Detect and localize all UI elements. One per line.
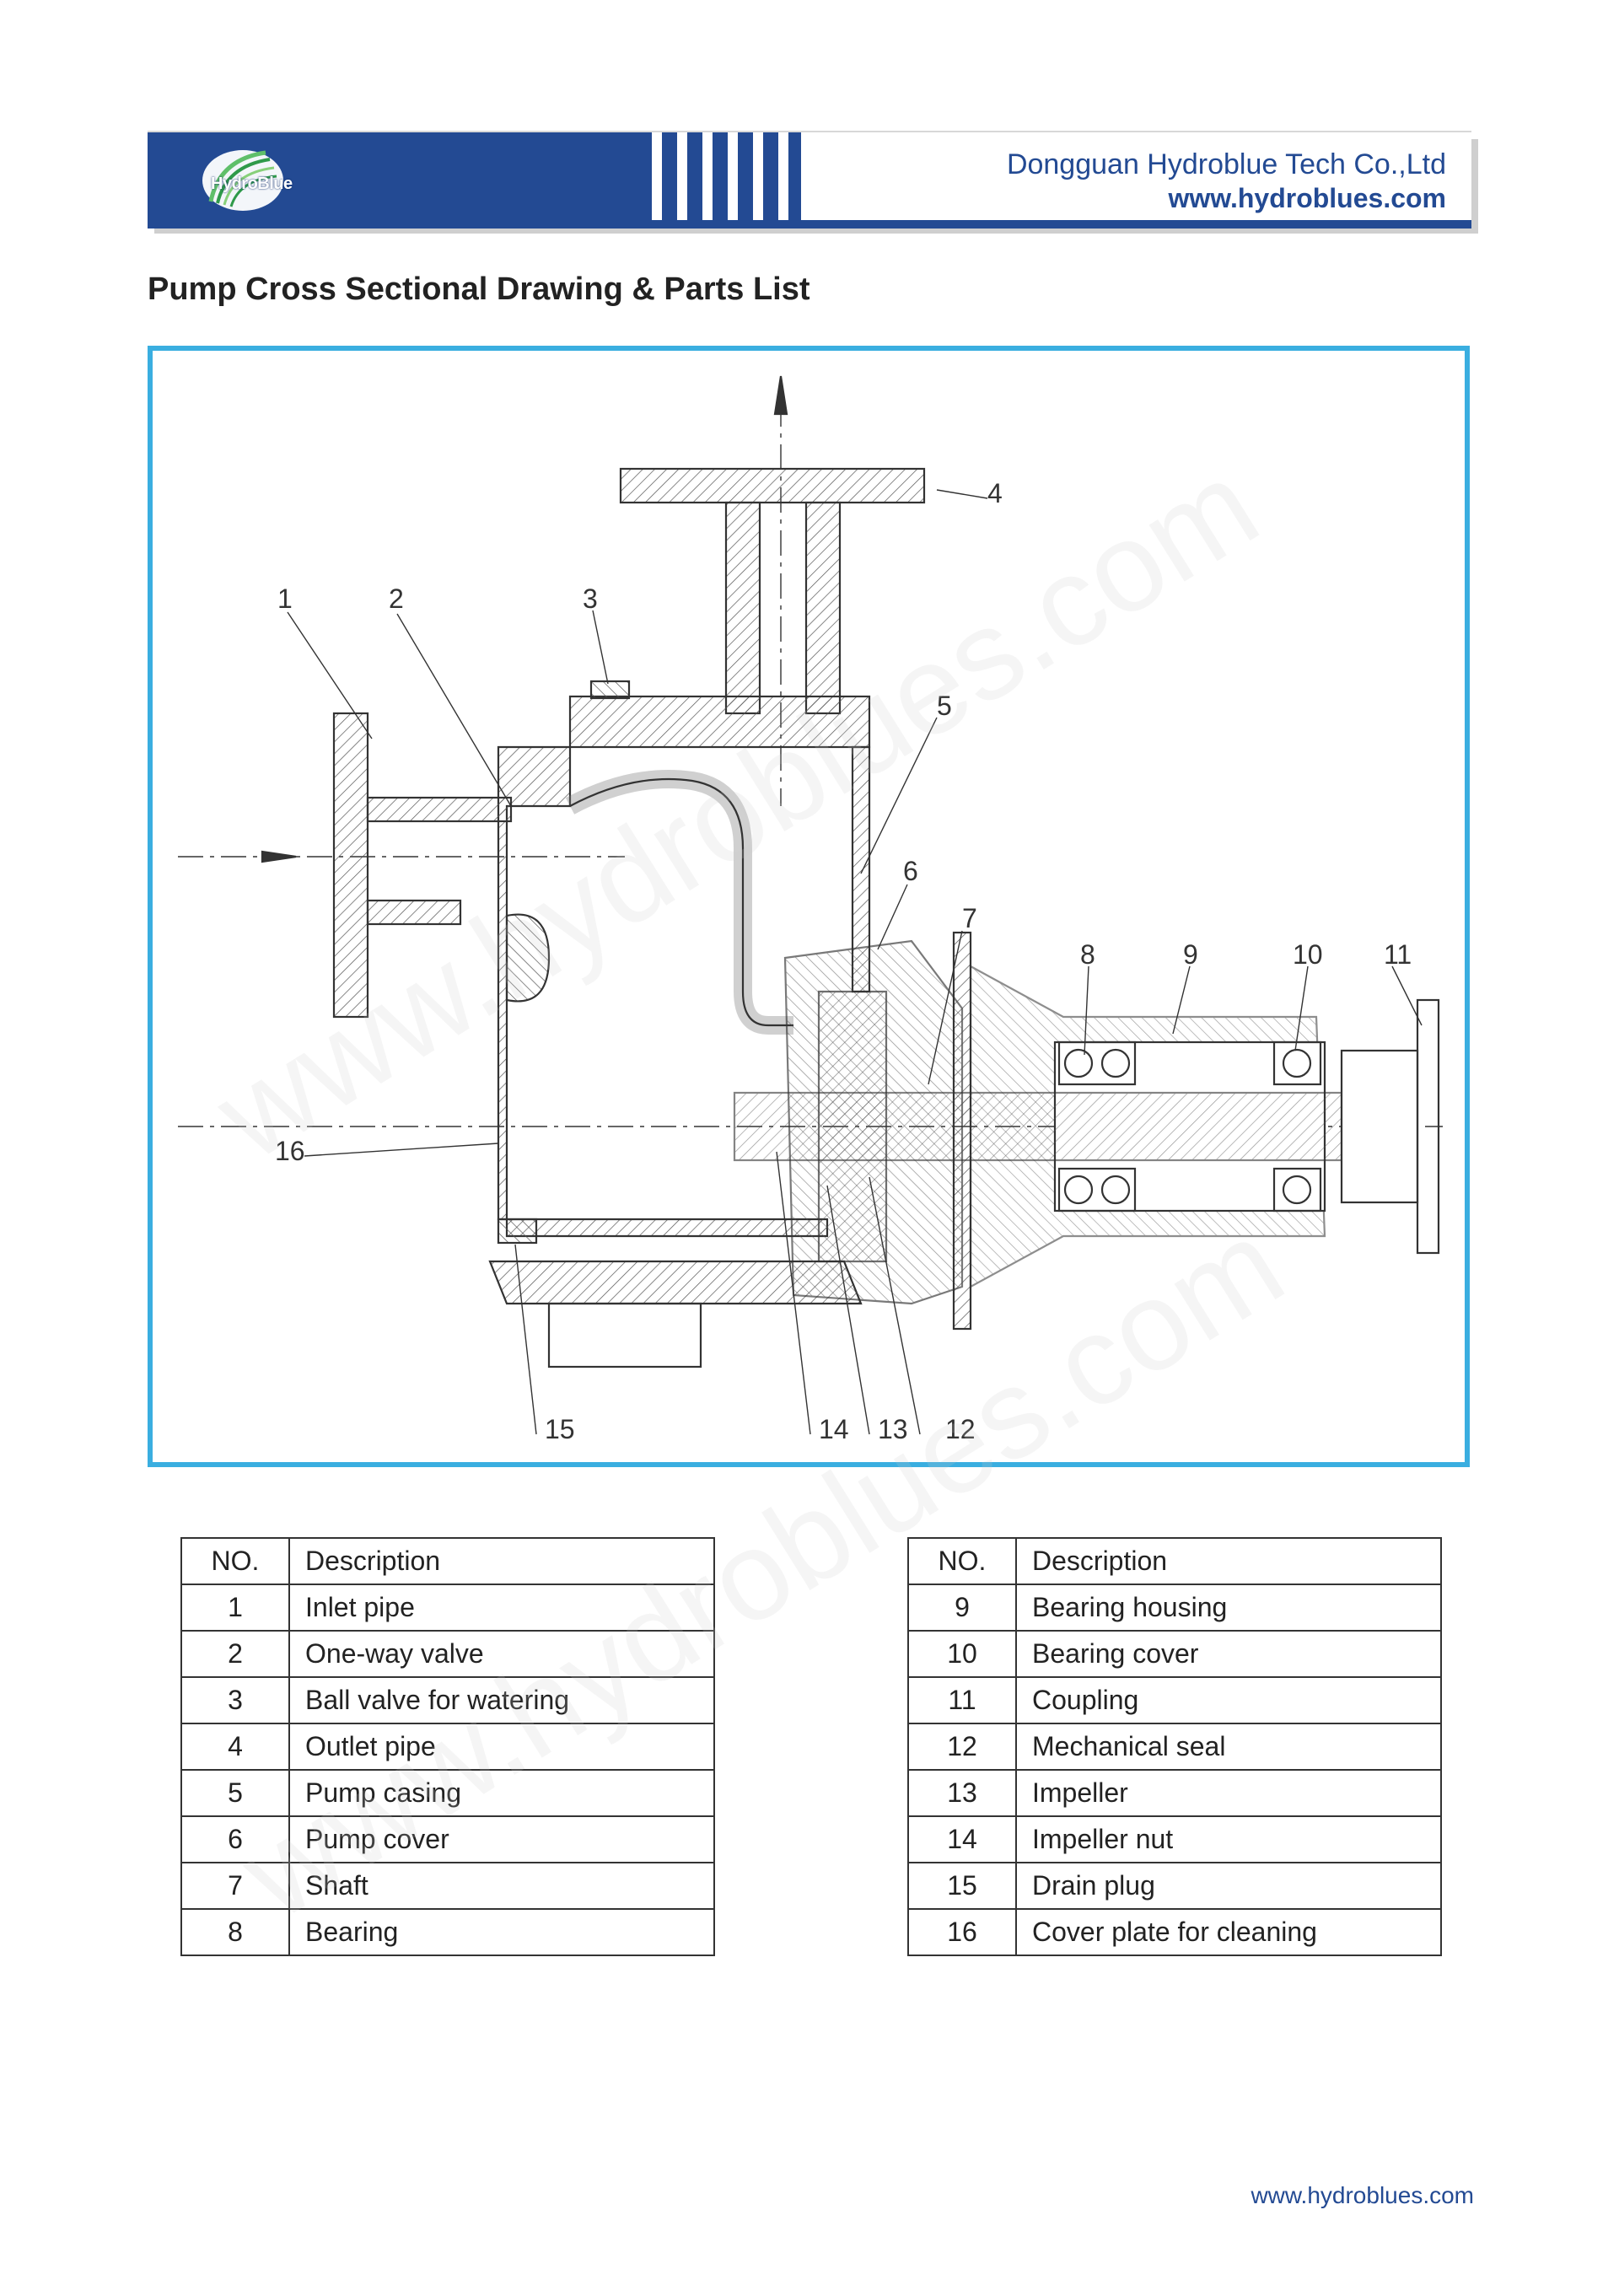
header-description: Description [1015,1537,1442,1585]
part-no: 4 [180,1723,290,1771]
callout-2: 2 [389,583,404,614]
part-description: Impeller [1015,1769,1442,1817]
company-name: Dongguan Hydroblue Tech Co.,Ltd [1006,148,1446,180]
callout-1: 1 [277,583,293,614]
hydroblue-logo-icon [202,150,283,211]
callout-6: 6 [903,856,918,886]
header-bottom-bar [148,220,1471,229]
callout-15: 15 [545,1414,575,1444]
part-no: 3 [180,1676,290,1724]
company-website[interactable]: www.hydroblues.com [1168,183,1446,213]
callout-4: 4 [987,478,1003,508]
callout-5: 5 [937,691,952,721]
part-no: 2 [180,1630,290,1678]
footer-website[interactable]: www.hydroblues.com [1251,2182,1474,2208]
pump-cross-section-svg: 1 2 3 4 5 6 7 8 9 10 11 12 13 14 15 16 [178,375,1443,1444]
header-banner: HydroBlue Dongguan Hydroblue Tech Co.,Lt… [148,131,1471,229]
part-no: 13 [907,1769,1017,1817]
header-no: NO. [180,1537,290,1585]
callout-3: 3 [583,583,598,614]
callout-10: 10 [1293,939,1323,970]
callout-7: 7 [962,903,977,933]
logo-text: HydroBlue [211,175,293,193]
part-no: 1 [180,1584,290,1632]
part-no: 9 [907,1584,1017,1632]
part-description: One-way valve [288,1630,715,1678]
part-description: Outlet pipe [288,1723,715,1771]
part-no: 7 [180,1862,290,1910]
callout-13: 13 [878,1414,908,1444]
callout-12: 12 [945,1414,976,1444]
callout-16: 16 [275,1136,305,1166]
part-no: 8 [180,1908,290,1956]
part-description: Ball valve for watering [288,1676,715,1724]
part-description: Shaft [288,1862,715,1910]
callout-9: 9 [1183,939,1198,970]
part-description: Inlet pipe [288,1584,715,1632]
callout-11: 11 [1384,939,1412,970]
callout-14: 14 [819,1414,849,1444]
header-no: NO. [907,1537,1017,1585]
table-header-row: NO. Description [907,1537,1442,1585]
part-description: Pump casing [288,1769,715,1817]
part-description: Coupling [1015,1676,1442,1724]
part-no: 12 [907,1723,1017,1771]
part-no: 6 [180,1815,290,1863]
header-stripes [637,132,801,220]
part-description: Mechanical seal [1015,1723,1442,1771]
part-no: 14 [907,1815,1017,1863]
part-no: 5 [180,1769,290,1817]
part-description: Pump cover [288,1815,715,1863]
part-no: 10 [907,1630,1017,1678]
part-description: Bearing cover [1015,1630,1442,1678]
part-description: Cover plate for cleaning [1015,1908,1442,1956]
part-no: 11 [907,1676,1017,1724]
callout-8: 8 [1080,939,1095,970]
part-no: 16 [907,1908,1017,1956]
table-header-row: NO. Description [180,1537,715,1585]
page-title: Pump Cross Sectional Drawing & Parts Lis… [148,272,810,307]
company-block: Dongguan Hydroblue Tech Co.,Ltd www.hydr… [1007,148,1446,215]
header-description: Description [288,1537,715,1585]
part-description: Bearing housing [1015,1584,1442,1632]
cross-section-drawing: 1 2 3 4 5 6 7 8 9 10 11 12 13 14 15 16 [148,346,1470,1467]
part-description: Bearing [288,1908,715,1956]
part-description: Impeller nut [1015,1815,1442,1863]
part-description: Drain plug [1015,1862,1442,1910]
part-no: 15 [907,1862,1017,1910]
